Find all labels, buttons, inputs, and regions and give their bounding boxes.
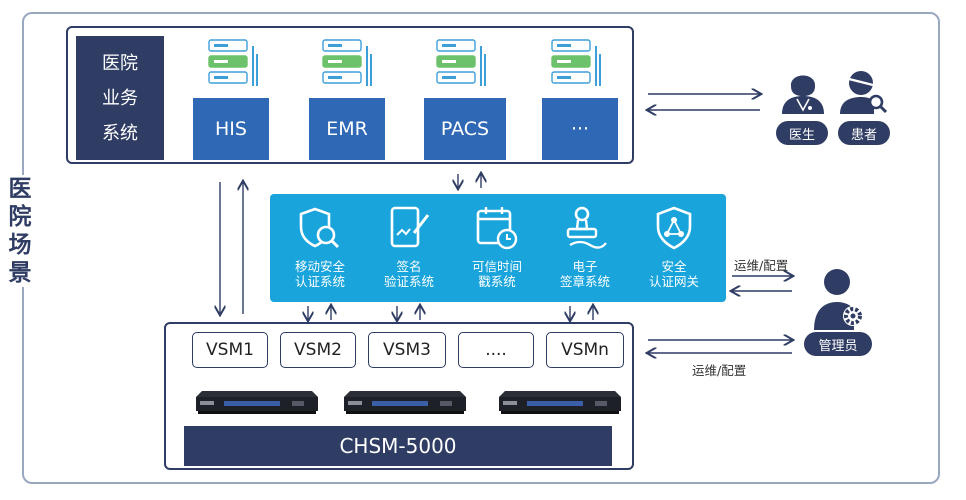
service-label: 认证系统 xyxy=(294,274,345,289)
patient-label: 患者 xyxy=(838,121,890,145)
shield-network-icon xyxy=(656,206,692,250)
server-icon xyxy=(208,39,258,86)
doctor-label: 医生 xyxy=(776,121,828,145)
admin-icon xyxy=(814,269,863,330)
service-mobile-auth: 移动安全认证系统 xyxy=(275,205,365,289)
business-line: 系统 xyxy=(102,123,138,144)
hospital-systems-box xyxy=(66,26,634,164)
ops-config-label-upper: 运维/配置 xyxy=(734,258,789,273)
service-label: 电子 xyxy=(572,259,598,274)
vsm-1: VSM1 xyxy=(192,332,268,368)
vsm-n: VSMn xyxy=(546,332,624,368)
vsm-3: VSM3 xyxy=(368,332,446,368)
service-label: 安全 xyxy=(661,259,687,274)
business-line: 医院 xyxy=(102,53,138,74)
service-label: 认证网关 xyxy=(648,274,699,289)
service-label: 戳系统 xyxy=(478,274,516,289)
patient-icon xyxy=(840,71,888,114)
doctor-icon xyxy=(782,75,824,114)
business-system-label: 医院 业务 系统 xyxy=(76,36,164,160)
scene-title-char: 院 xyxy=(8,204,32,230)
ops-config-label-lower: 运维/配置 xyxy=(692,363,747,378)
tablet-sign-icon xyxy=(390,206,430,248)
service-label: 验证系统 xyxy=(383,274,434,289)
server-icon xyxy=(551,39,601,86)
system-pacs: PACS xyxy=(424,98,506,160)
service-e-seal: 电子签章系统 xyxy=(540,205,630,289)
vsm-more: .... xyxy=(458,332,534,368)
scene-title-char: 医 xyxy=(8,176,32,202)
scene-title-char: 场 xyxy=(8,232,32,258)
stamp-icon xyxy=(566,206,607,249)
service-sign-verify: 签名验证系统 xyxy=(364,205,454,289)
scene-title-char: 景 xyxy=(8,260,32,286)
system-emr: EMR xyxy=(309,98,385,160)
calendar-clock-icon xyxy=(476,207,518,250)
hsm-device-icon xyxy=(499,391,621,414)
shield-search-icon xyxy=(299,207,340,249)
server-icon xyxy=(322,39,372,86)
chsm-box xyxy=(164,322,634,470)
service-label: 可信时间 xyxy=(471,259,522,274)
system-more: ··· xyxy=(542,98,618,160)
service-label: 签章系统 xyxy=(559,274,610,289)
service-label: 签名 xyxy=(396,259,422,274)
admin-label: 管理员 xyxy=(804,332,872,356)
scene-title: 医 院 场 景 xyxy=(0,175,40,287)
service-security-gateway: 安全认证网关 xyxy=(629,205,719,289)
hsm-device-icon xyxy=(344,391,466,414)
system-his: HIS xyxy=(193,98,269,160)
service-label: 移动安全 xyxy=(294,259,345,274)
hsm-device-icon xyxy=(196,391,318,414)
chsm-label: CHSM-5000 xyxy=(184,426,612,466)
business-line: 业务 xyxy=(102,88,138,109)
vsm-2: VSM2 xyxy=(280,332,356,368)
service-timestamp: 可信时间戳系统 xyxy=(452,205,542,289)
server-icon xyxy=(436,39,486,86)
